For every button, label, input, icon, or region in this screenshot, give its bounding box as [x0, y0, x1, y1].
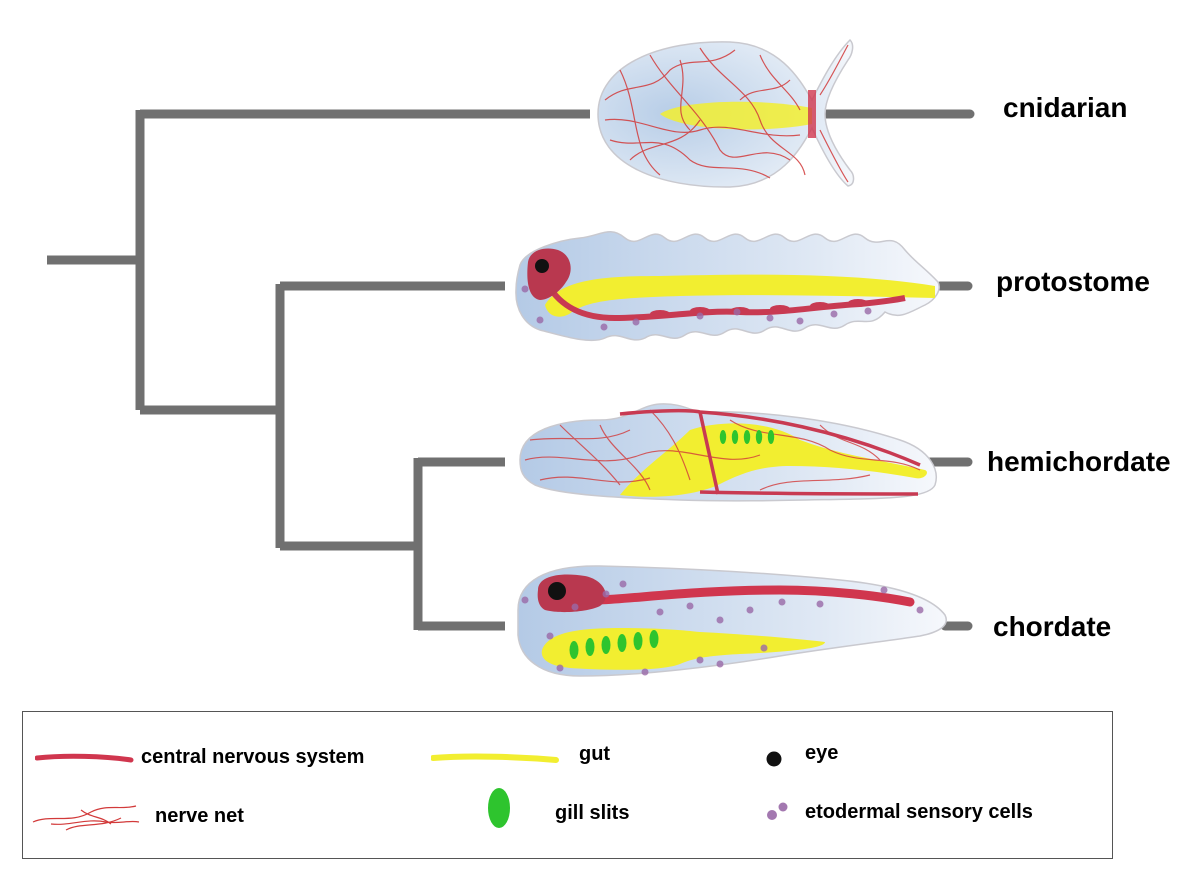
cnidarian-nerve-ring [808, 90, 816, 138]
sensory-cells-legend-icon [767, 802, 788, 820]
taxon-label-chordate: chordate [993, 611, 1112, 642]
gill-slits-legend-icon [488, 788, 510, 828]
gill-slits-legend-label: gill slits [555, 802, 630, 824]
sensory-cells-legend-label: etodermal sensory cells [805, 801, 1033, 823]
eye-legend-label: eye [805, 742, 839, 764]
protostome-gut [545, 274, 935, 317]
eye-legend-icon [766, 751, 782, 767]
chordate-nerve-cord [595, 585, 915, 607]
chordate-gut [541, 628, 825, 670]
cns-legend-icon [35, 753, 134, 763]
phylogenetic-tree [47, 109, 975, 631]
hemichordate-ventral-cord [699, 490, 919, 496]
gut-legend-icon [431, 753, 559, 763]
nerve-net-legend-icon [32, 805, 140, 831]
hemichordate-illustration [519, 403, 937, 502]
protostome-illustration [515, 231, 940, 342]
legend: central nervous system gut eye nerve net… [22, 711, 1113, 859]
protostome-eye [535, 259, 549, 273]
taxon-label-protostome: protostome [996, 266, 1150, 297]
hemichordate-nerve-ring [698, 411, 720, 495]
nerve-net-legend-label: nerve net [155, 805, 244, 827]
cnidarian-illustration [597, 38, 855, 188]
hemichordate-gill-slits [719, 430, 775, 444]
cnidarian-nerve-net [604, 44, 849, 183]
taxon-label-hemichordate: hemichordate [987, 446, 1171, 477]
hemichordate-gut [620, 423, 927, 497]
chordate-gill-slits [569, 630, 659, 659]
taxon-label-cnidarian: cnidarian [1003, 92, 1128, 123]
chordate-eye [548, 582, 566, 600]
protostome-sensory-cells [521, 285, 872, 331]
chordate-sensory-cells [521, 580, 924, 676]
hemichordate-dorsal-cord [619, 408, 921, 467]
chordate-illustration [517, 565, 947, 677]
gut-legend-label: gut [579, 743, 611, 765]
cns-legend-label: central nervous system [141, 746, 365, 768]
